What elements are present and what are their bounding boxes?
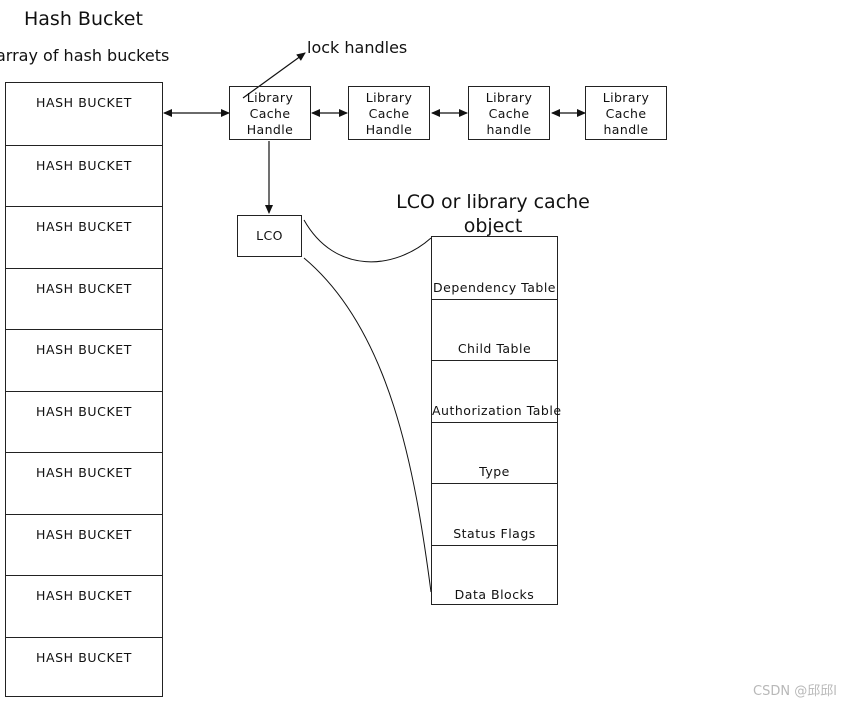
lock-handles-arrow xyxy=(242,52,306,99)
library-cache-handle: Library Cache Handle xyxy=(229,86,311,140)
hash-bucket: HASH BUCKET xyxy=(6,144,162,207)
handle-line: Cache xyxy=(368,106,410,121)
handle-line: Cache xyxy=(488,106,530,121)
library-cache-handle: Library Cache Handle xyxy=(348,86,430,140)
handle-line: Library xyxy=(246,90,294,105)
library-cache-handle: Library Cache handle xyxy=(468,86,550,140)
lco-row-label: Status Flags xyxy=(453,525,536,541)
handle-line: Handle xyxy=(365,122,413,137)
lco-table-row: Authorization Table xyxy=(432,360,562,422)
handle-line: Cache xyxy=(249,106,291,121)
hash-bucket-array-label: array of hash buckets xyxy=(0,46,170,65)
handle-line: Handle xyxy=(246,122,294,137)
hash-bucket: HASH BUCKET xyxy=(6,636,162,699)
handle-line: Library xyxy=(485,90,533,105)
handle-line: Library xyxy=(365,90,413,105)
lco-row-label: Dependency Table xyxy=(433,279,556,295)
watermark: CSDN @邱邱l xyxy=(753,684,837,699)
lock-handles-label: lock handles xyxy=(307,38,408,57)
hash-bucket: HASH BUCKET xyxy=(6,206,162,268)
handle-line: handle xyxy=(486,122,532,137)
hash-bucket-array: HASH BUCKET HASH BUCKET HASH BUCKET HASH… xyxy=(5,82,163,697)
lco-curve-top xyxy=(303,219,432,263)
lco-row-label: Data Blocks xyxy=(454,587,535,602)
handle-line: Library xyxy=(602,90,650,105)
hash-bucket: HASH BUCKET xyxy=(35,95,133,110)
lco-curve-bottom xyxy=(303,257,432,593)
hash-bucket: HASH BUCKET xyxy=(6,513,162,576)
hash-bucket: HASH BUCKET xyxy=(6,390,162,453)
lco-table-row: Status Flags xyxy=(432,483,557,545)
hash-bucket: HASH BUCKET xyxy=(6,329,162,391)
lco-row-label: Authorization Table xyxy=(432,402,562,418)
lco-object-table: Dependency Table Child Table Authorizati… xyxy=(431,236,562,607)
lco-object-title: LCO or library cache object xyxy=(396,191,590,237)
handle-line: handle xyxy=(603,122,649,137)
library-cache-handle: Library Cache handle xyxy=(585,86,667,140)
lco-table-row: Dependency Table xyxy=(432,237,557,299)
diagram-title: Hash Bucket xyxy=(24,8,143,30)
lco-box: LCO xyxy=(237,215,302,257)
lco-row-label: Type xyxy=(479,464,510,479)
lco-table-row: Child Table xyxy=(432,298,557,361)
hash-bucket: HASH BUCKET xyxy=(6,267,162,330)
handle-line: Cache xyxy=(605,106,647,121)
hash-bucket: HASH BUCKET xyxy=(6,575,162,637)
hash-bucket: HASH BUCKET xyxy=(6,452,162,514)
lco-table-row: Data Blocks xyxy=(432,544,557,607)
lco-table-row: Type xyxy=(432,421,557,484)
lco-row-label: Child Table xyxy=(457,341,532,356)
